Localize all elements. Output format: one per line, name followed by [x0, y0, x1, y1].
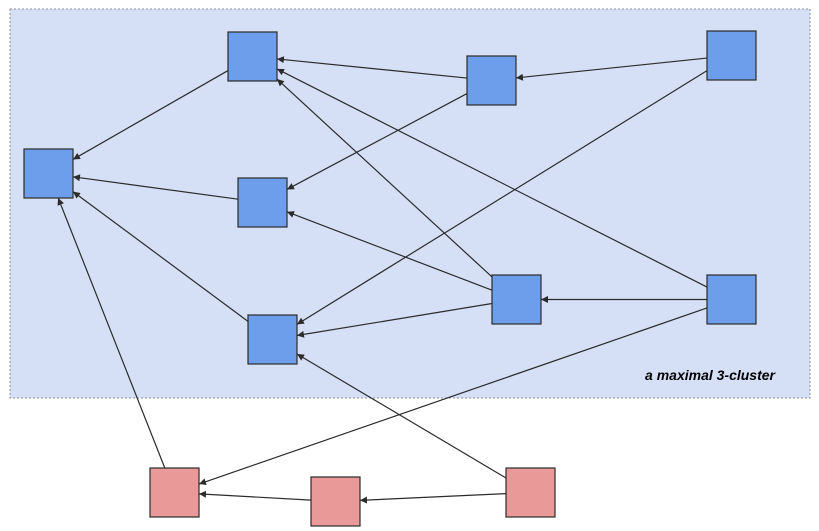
cluster-node-c [466, 55, 517, 106]
edge-c-to-d [286, 93, 468, 190]
edge-h-to-b [276, 68, 708, 288]
cluster-node-h [706, 274, 757, 325]
edges-layer [57, 56, 708, 504]
outside-node-k [505, 467, 556, 518]
edge-h-to-i [198, 307, 708, 486]
edge-i-to-a [57, 197, 166, 469]
outside-node-j [310, 476, 361, 527]
cluster-node-e [247, 314, 298, 365]
edge-g-to-e [296, 302, 493, 338]
cluster-region [9, 8, 811, 399]
edge-g-to-d [286, 211, 493, 291]
edge-j-to-i [198, 490, 312, 501]
cluster-node-a [23, 148, 74, 199]
cluster-node-d [237, 177, 288, 228]
edge-d-to-a [72, 174, 239, 200]
cluster-node-b [227, 31, 278, 82]
cluster-node-f [706, 30, 757, 81]
edge-f-to-e [296, 70, 708, 325]
edge-c-to-b [276, 56, 468, 79]
edge-k-to-e [296, 353, 507, 479]
edge-k-to-j [359, 493, 507, 504]
cluster-node-g [491, 274, 542, 325]
edge-f-to-c [515, 57, 708, 81]
outside-node-i [149, 467, 200, 518]
nodes-layer [23, 30, 757, 527]
edge-b-to-a [72, 70, 229, 160]
cluster-label: a maximal 3-cluster [645, 367, 777, 383]
edge-e-to-a [72, 191, 249, 322]
edge-g-to-b [276, 78, 493, 278]
